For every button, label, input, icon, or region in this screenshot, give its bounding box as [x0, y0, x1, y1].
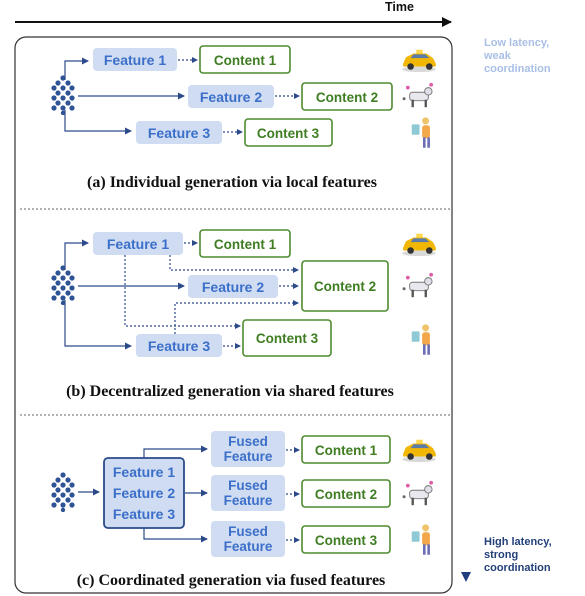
latency-arrowhead	[461, 572, 471, 582]
svg-text:High latency,: High latency,	[484, 536, 552, 548]
robot-dog-icon	[402, 82, 434, 108]
feature-label: Feature 1	[107, 236, 169, 252]
high-latency-label: High latency, strong coordination	[484, 536, 552, 574]
low-latency-label: Low latency, weak coordination	[483, 37, 551, 75]
content-label: Content 2	[315, 487, 377, 502]
feature-label: Feature 3	[113, 506, 175, 522]
content-label: Content 2	[316, 90, 378, 105]
taxi-icon	[402, 233, 436, 257]
taxi-icon	[402, 49, 436, 73]
feature-box	[188, 275, 278, 298]
content-label: Content 1	[315, 443, 378, 458]
outer-frame	[14, 36, 453, 594]
robot-dog-icon	[402, 272, 434, 298]
svg-text:coordination: coordination	[484, 562, 551, 574]
feature-label: Feature 3	[148, 125, 210, 141]
feature-label: Feature 3	[148, 338, 210, 354]
neural-network-icon	[51, 472, 75, 512]
content-label: Content 1	[214, 53, 277, 68]
fused-label: Feature	[224, 493, 273, 508]
svg-text:Low latency,: Low latency,	[484, 37, 549, 49]
feature-box	[136, 334, 222, 357]
fused-label: Fused	[228, 434, 268, 449]
fused-feature-box	[211, 475, 285, 511]
fused-label: Feature	[224, 449, 273, 464]
content-box	[199, 229, 291, 258]
feature-label: Feature 2	[113, 485, 175, 501]
panel-caption: (a) Individual generation via local feat…	[87, 174, 377, 191]
content-box	[242, 319, 332, 357]
content-box	[199, 45, 291, 74]
content-box	[244, 118, 333, 147]
time-label: Time	[385, 0, 414, 14]
svg-text:strong: strong	[484, 549, 518, 561]
neural-network-icon	[51, 75, 75, 115]
person-icon	[411, 524, 430, 555]
svg-text:weak: weak	[483, 50, 512, 62]
content-label: Content 1	[214, 237, 277, 252]
fused-feature-box	[211, 521, 285, 557]
content-label: Content 3	[315, 533, 378, 548]
panel-a: Feature 1 Feature 2 Feature 3 Content 1 …	[51, 45, 436, 191]
content-box	[301, 435, 391, 464]
person-icon	[411, 324, 430, 355]
fused-label: Feature	[224, 539, 273, 554]
feature-label: Feature 2	[202, 279, 264, 295]
feature-label: Feature 1	[113, 464, 175, 480]
content-box	[301, 525, 391, 554]
panel-caption: (b) Decentralized generation via shared …	[66, 383, 394, 400]
content-box	[301, 260, 389, 312]
person-icon	[411, 117, 430, 148]
neural-network-icon	[51, 265, 75, 305]
content-label: Content 2	[314, 279, 376, 294]
content-label: Content 3	[257, 126, 320, 141]
panel-b: Feature 1 Feature 2 Feature 3 Content 1 …	[51, 229, 436, 400]
fused-label: Fused	[228, 478, 268, 493]
taxi-icon	[402, 439, 436, 463]
content-box	[301, 479, 391, 508]
feature-box	[93, 232, 183, 255]
svg-text:coordination: coordination	[484, 63, 551, 75]
feature-label: Feature 1	[104, 52, 166, 68]
feature-box	[136, 121, 222, 144]
feature-box	[188, 85, 274, 108]
content-label: Content 3	[256, 331, 319, 346]
feature-label: Feature 2	[200, 89, 262, 105]
fused-feature-box	[211, 431, 285, 467]
panel-c: Feature 1 Feature 2 Feature 3 Fused Feat…	[51, 431, 436, 589]
feature-box	[93, 48, 177, 71]
panel-caption: (c) Coordinated generation via fused fea…	[77, 572, 386, 589]
fused-label: Fused	[228, 524, 268, 539]
content-box	[301, 82, 393, 111]
robot-dog-icon	[402, 480, 434, 506]
